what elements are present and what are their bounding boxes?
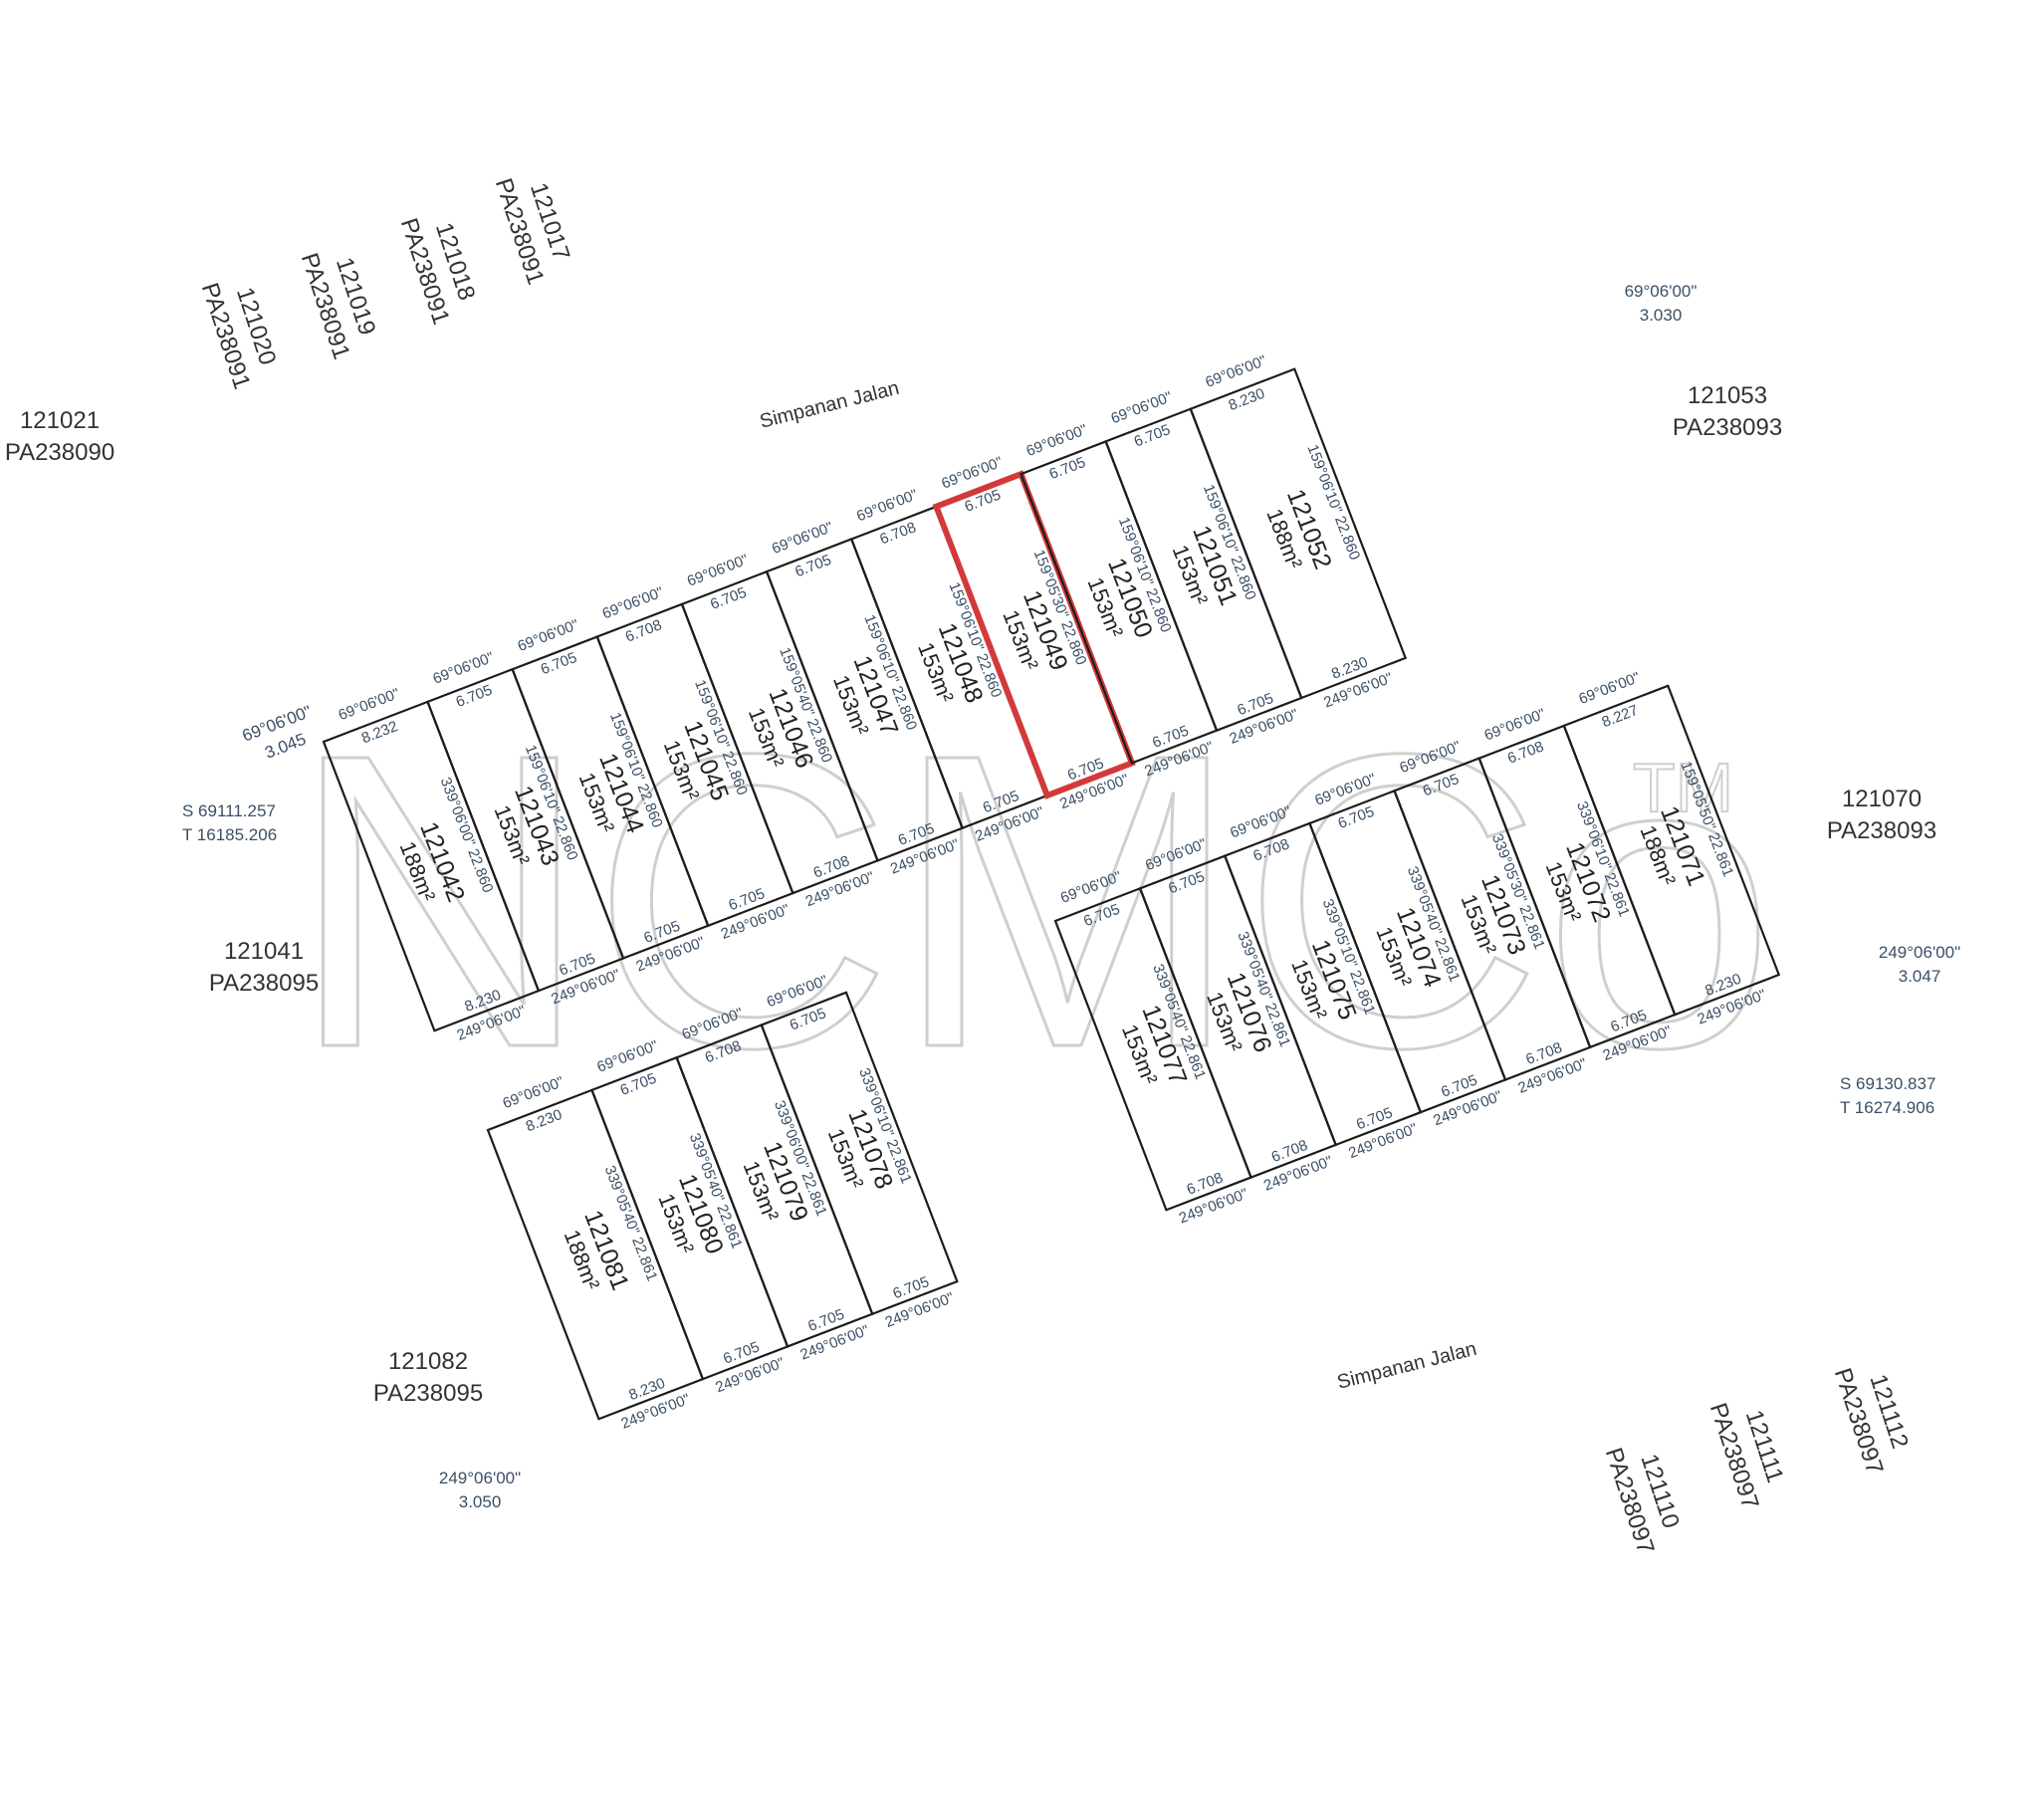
adjacent-lot[interactable]: 121112 PA238097 <box>1829 1355 1919 1478</box>
adjacent-lot[interactable]: 121082 PA238095 <box>373 1348 483 1407</box>
adjacent-lot[interactable]: 121110 PA238097 <box>1600 1435 1690 1557</box>
corner-note: 69°06'00" 3.030 <box>1625 282 1698 325</box>
road-label-bottom: Simpanan Jalan <box>1335 1338 1478 1394</box>
lot-boundary <box>1562 684 1781 1017</box>
front-length: 6.705 <box>1047 454 1088 483</box>
watermark: NCMCo TM <box>288 667 1777 1137</box>
adjacent-lot[interactable]: 121111 PA238097 <box>1704 1390 1794 1512</box>
adjacent-lot-number: 121021 <box>20 407 100 434</box>
adjacent-lot[interactable]: 121019 PA238091 <box>296 240 385 362</box>
svg-text:S 69111.257: S 69111.257 <box>182 801 276 820</box>
svg-text:T 16185.206: T 16185.206 <box>182 825 277 844</box>
front-length: 8.230 <box>1227 385 1267 414</box>
front-length: 6.705 <box>708 584 749 613</box>
svg-text:3.030: 3.030 <box>1640 306 1683 325</box>
adjacent-lot-pa: PA238093 <box>1827 817 1936 844</box>
front-length: 6.708 <box>623 616 664 645</box>
svg-text:T 16274.906: T 16274.906 <box>1840 1098 1934 1117</box>
adjacent-lot[interactable]: 121053 PA238093 <box>1673 382 1782 441</box>
adjacent-lot-number: 121070 <box>1842 786 1922 812</box>
svg-text:69°06'00": 69°06'00" <box>1625 282 1698 301</box>
lot-boundary <box>1189 367 1408 700</box>
adjacent-lot-pa: PA238095 <box>209 970 319 997</box>
svg-text:249°06'00": 249°06'00" <box>1879 943 1960 962</box>
adjacent-lot-number: 121053 <box>1688 382 1767 409</box>
svg-text:249°06'00": 249°06'00" <box>439 1469 521 1487</box>
adjacent-lot-number: 121041 <box>224 938 304 965</box>
svg-text:S 69130.837: S 69130.837 <box>1840 1074 1935 1093</box>
adjacent-lot-number: 121082 <box>388 1348 468 1375</box>
adjacent-lot[interactable]: 121041 PA238095 <box>209 938 319 997</box>
survey-coordinates: S 69111.257 T 16185.206 S 69130.837 T 16… <box>182 801 1935 1117</box>
corner-note: 249°06'00" 3.050 <box>439 1469 521 1511</box>
svg-text:3.047: 3.047 <box>1899 967 1941 986</box>
adjacent-lot[interactable]: 121070 PA238093 <box>1827 786 1936 844</box>
svg-text:3.050: 3.050 <box>459 1492 502 1511</box>
front-length: 6.708 <box>877 519 918 548</box>
watermark-text: NCMCo <box>289 668 1775 1135</box>
adjacent-lot[interactable]: 121021 PA238090 <box>5 407 114 466</box>
adjacent-lot-pa: PA238090 <box>5 439 114 466</box>
adjacent-lot[interactable]: 121018 PA238091 <box>395 205 485 328</box>
front-length: 6.705 <box>793 552 833 580</box>
front-length: 6.705 <box>1132 421 1173 450</box>
corner-note: 249°06'00" 3.047 <box>1879 943 1960 986</box>
lot-boundary <box>760 991 959 1316</box>
adjacent-lot[interactable]: 121020 PA238091 <box>196 270 286 392</box>
road-label-top: Simpanan Jalan <box>758 377 901 433</box>
adjacent-lot-pa: PA238095 <box>373 1380 483 1407</box>
adjacent-lot[interactable]: 121017 PA238091 <box>490 165 579 288</box>
coordinate-point: S 69130.837 T 16274.906 <box>1840 1074 1935 1117</box>
coordinate-point: S 69111.257 T 16185.206 <box>182 801 277 844</box>
adjacent-lot-pa: PA238093 <box>1673 414 1782 441</box>
